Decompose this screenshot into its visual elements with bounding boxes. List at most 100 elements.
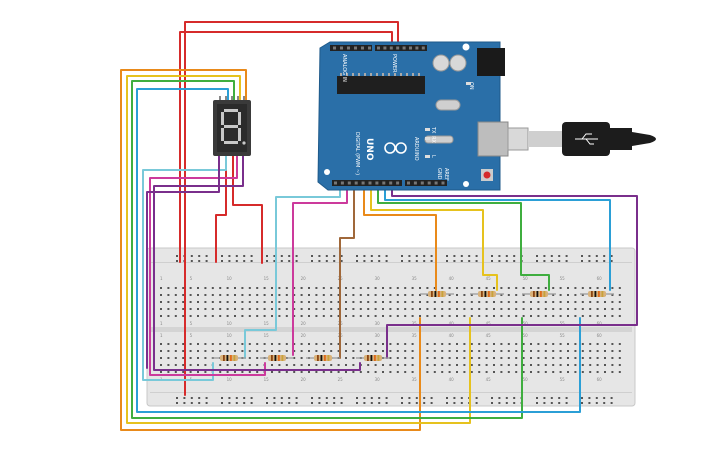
breadboard-hole [330, 315, 333, 317]
breadboard-column-number: 20 [301, 321, 307, 326]
breadboard-hole [228, 397, 231, 399]
header-pin[interactable] [421, 46, 425, 50]
breadboard-hole [423, 255, 426, 257]
breadboard-hole [515, 308, 518, 310]
header-pin[interactable] [434, 181, 438, 185]
header-pin[interactable] [377, 46, 380, 50]
header-pin[interactable] [396, 46, 400, 50]
breadboard-hole [596, 308, 599, 310]
resistor[interactable] [522, 291, 556, 297]
breadboard-hole [315, 308, 318, 310]
breadboard-hole [315, 294, 318, 296]
header-pin[interactable] [396, 181, 400, 185]
seven-segment-display[interactable]: 8 [213, 96, 251, 156]
header-pin[interactable] [441, 181, 445, 185]
breadboard-hole [433, 301, 436, 303]
header-pin[interactable] [375, 181, 379, 185]
header-pin[interactable] [361, 46, 364, 50]
breadboard-hole [574, 294, 577, 296]
resistor[interactable] [260, 355, 294, 361]
breadboard-hole [205, 255, 208, 257]
header-pin[interactable] [340, 181, 344, 185]
breadboard-hole [204, 343, 207, 345]
breadboard-hole [278, 315, 281, 317]
resistor[interactable] [212, 355, 246, 361]
breadboard-hole [603, 255, 606, 257]
breadboard-column-number: 35 [412, 377, 418, 382]
breadboard-hole [433, 371, 436, 373]
wire-purple-gnd [386, 185, 638, 359]
breadboard-hole [330, 301, 333, 303]
breadboard-hole [581, 397, 583, 399]
breadboard-hole [311, 260, 313, 262]
breadboard-hole [408, 397, 411, 399]
header-pin[interactable] [333, 46, 336, 50]
breadboard[interactable]: 1111555510101010151515152020202025252525… [146, 247, 636, 407]
breadboard-hole [263, 287, 266, 289]
header-pin[interactable] [340, 46, 343, 50]
breadboard-hole [315, 301, 318, 303]
breadboard-hole [370, 397, 373, 399]
breadboard-hole [325, 260, 328, 262]
breadboard-hole [396, 287, 399, 289]
header-pin[interactable] [420, 181, 424, 185]
breadboard-hole [448, 294, 451, 296]
breadboard-hole [588, 402, 591, 404]
header-pin[interactable] [382, 181, 386, 185]
wire-magenta-left [149, 155, 266, 376]
breadboard-hole [550, 255, 553, 257]
resistor[interactable] [420, 291, 454, 297]
breadboard-hole [604, 287, 606, 289]
breadboard-hole [367, 343, 370, 345]
header-pin[interactable] [389, 46, 393, 50]
header-pin[interactable] [334, 181, 337, 185]
resistor[interactable] [356, 355, 390, 361]
breadboard-hole [174, 357, 177, 359]
header-pin[interactable] [427, 181, 431, 185]
breadboard-hole [285, 301, 288, 303]
breadboard-hole [352, 371, 355, 373]
breadboard-column-number: 15 [264, 276, 270, 281]
header-pin[interactable] [389, 181, 393, 185]
header-pin[interactable] [413, 181, 417, 185]
breadboard-hole [300, 350, 303, 352]
resistor[interactable] [470, 291, 504, 297]
breadboard-hole [285, 287, 288, 289]
header-pin[interactable] [402, 46, 406, 50]
header-pin[interactable] [407, 181, 410, 185]
breadboard-holes [160, 255, 621, 404]
breadboard-hole [513, 397, 516, 399]
breadboard-hole [293, 287, 296, 289]
breadboard-column-number: 60 [597, 276, 603, 281]
breadboard-hole [322, 343, 325, 345]
breadboard-hole [182, 294, 185, 296]
breadboard-hole [345, 357, 347, 359]
resistor[interactable] [306, 355, 340, 361]
breadboard-hole [567, 294, 569, 296]
header-pin[interactable] [354, 46, 357, 50]
breadboard-hole [374, 315, 377, 317]
breadboard-hole [544, 350, 547, 352]
breadboard-hole [197, 287, 199, 289]
breadboard-column-number: 20 [301, 276, 307, 281]
breadboard-hole [211, 350, 214, 352]
arduino-uno[interactable]: UNO ARDUINO DIGITAL (PWM ~) POWER ANALOG… [317, 41, 509, 191]
header-pin[interactable] [347, 181, 351, 185]
header-pin[interactable] [368, 181, 372, 185]
resistor[interactable] [580, 291, 614, 297]
breadboard-hole [285, 371, 288, 373]
header-pin[interactable] [368, 46, 371, 50]
breadboard-hole [250, 260, 253, 262]
breadboard-hole [278, 287, 281, 289]
breadboard-hole [382, 308, 384, 310]
breadboard-hole [197, 350, 199, 352]
header-pin[interactable] [415, 46, 419, 50]
breadboard-hole [345, 294, 347, 296]
breadboard-hole [415, 397, 418, 399]
header-pin[interactable] [361, 181, 365, 185]
header-pin[interactable] [347, 46, 350, 50]
header-pin[interactable] [409, 46, 412, 50]
header-pin[interactable] [354, 181, 358, 185]
header-pin[interactable] [383, 46, 387, 50]
breadboard-hole [456, 308, 458, 310]
